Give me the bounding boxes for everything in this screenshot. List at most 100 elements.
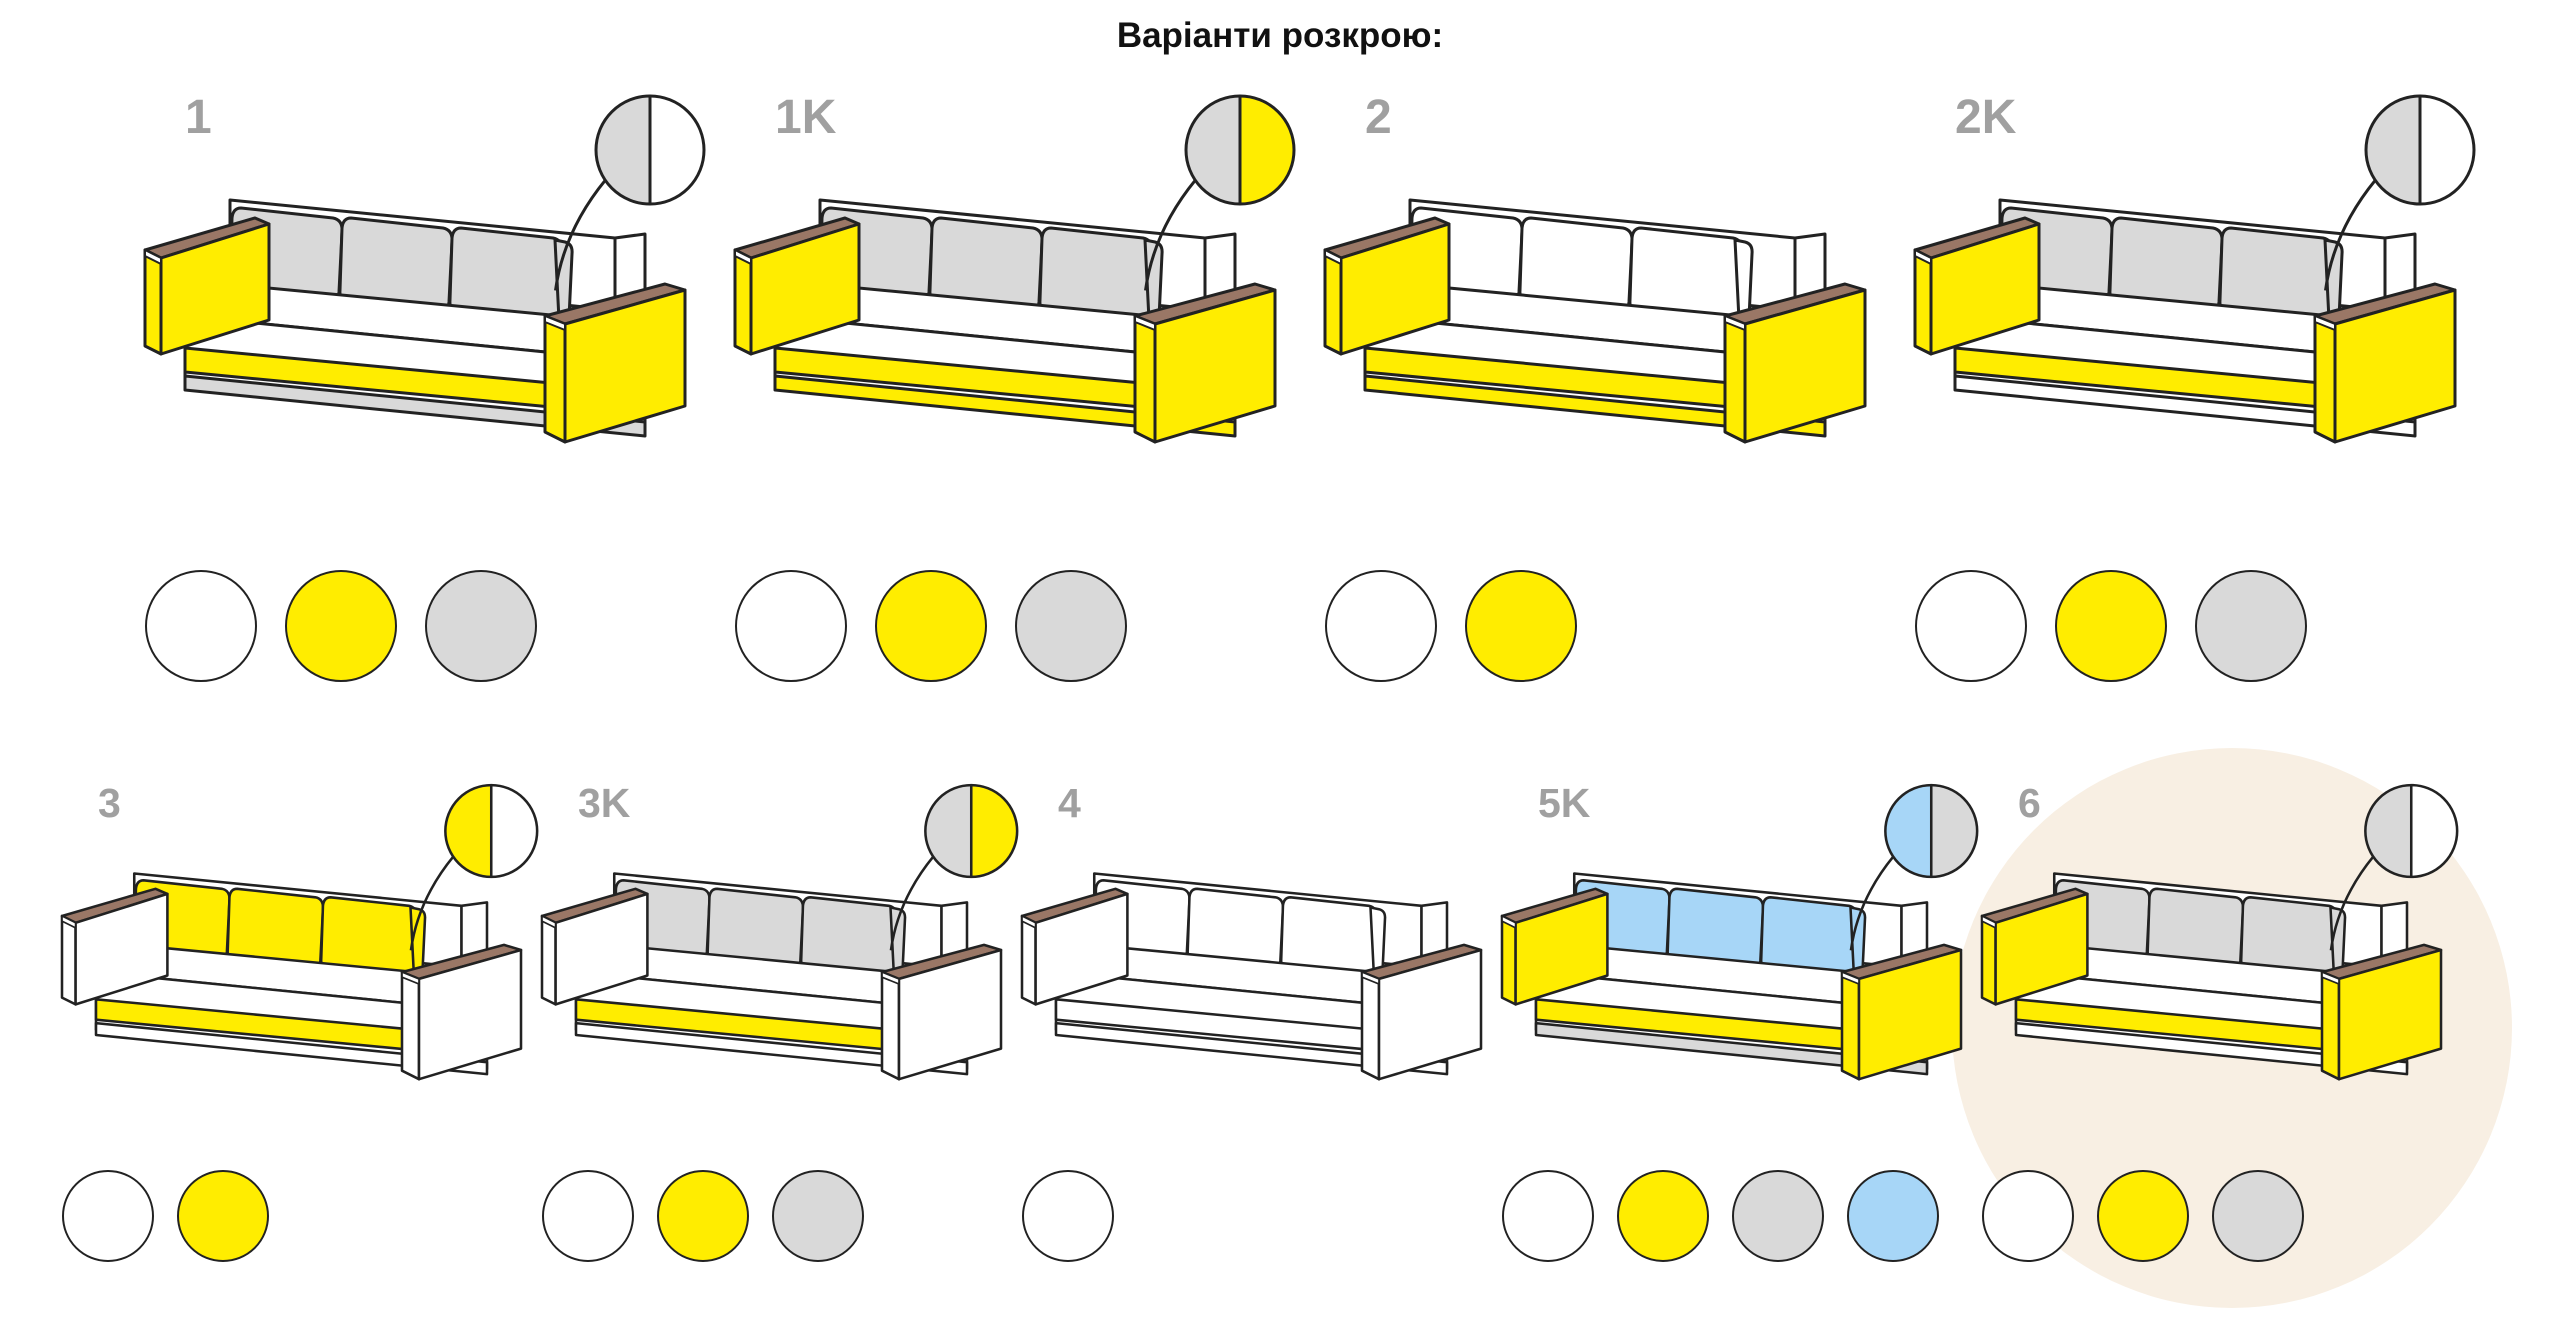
swatch-yellow[interactable] xyxy=(2097,1170,2189,1262)
swatch-gray[interactable] xyxy=(1015,570,1127,682)
left-arm-front xyxy=(143,248,163,356)
indicator-right-half xyxy=(650,96,704,204)
swatch-gray[interactable] xyxy=(2212,1170,2304,1262)
right-arm-front xyxy=(1133,314,1157,444)
right-arm-side xyxy=(897,948,1003,1081)
indicator-ring xyxy=(1884,783,1979,879)
right-arm-trim xyxy=(1841,970,1860,986)
swatch-white[interactable] xyxy=(1022,1170,1114,1262)
right-arm-front xyxy=(1360,970,1381,1081)
left-arm-trim xyxy=(541,914,557,930)
color-swatches xyxy=(542,1170,864,1262)
swatch-yellow[interactable] xyxy=(875,570,987,682)
right-arm-trim xyxy=(2321,970,2340,986)
sofa-drawing xyxy=(1020,872,1483,1081)
swatch-white[interactable] xyxy=(542,1170,634,1262)
left-arm-side xyxy=(159,222,271,356)
right-arm-side xyxy=(1377,948,1483,1081)
swatch-blue[interactable] xyxy=(1847,1170,1939,1262)
indicator-leader xyxy=(554,178,607,291)
indicator-left-half xyxy=(445,785,492,877)
swatch-white[interactable] xyxy=(1502,1170,1594,1262)
fabric-indicator xyxy=(1849,783,1979,951)
left-arm-side xyxy=(1929,222,2041,356)
bottom-strip xyxy=(2014,1021,2409,1076)
left-arm-trim xyxy=(1981,914,1997,930)
left-arm-front xyxy=(1500,914,1517,1006)
swatch-yellow[interactable] xyxy=(177,1170,269,1262)
variant-label: 2K xyxy=(1955,91,2017,144)
indicator-left-half xyxy=(1186,96,1240,204)
left-arm-front xyxy=(60,914,77,1006)
page-title: Варіанти розкрою: xyxy=(1116,16,1444,55)
swatch-yellow[interactable] xyxy=(285,570,397,682)
swatch-white[interactable] xyxy=(735,570,847,682)
bottom-strip xyxy=(1534,1021,1929,1076)
indicator-ring xyxy=(2364,783,2459,879)
sofa-illustration xyxy=(1323,198,1867,444)
left-arm-side xyxy=(1034,892,1129,1006)
cushion-edge xyxy=(2323,238,2344,322)
swatch-white[interactable] xyxy=(62,1170,154,1262)
swatch-yellow[interactable] xyxy=(657,1170,749,1262)
indicator-left-half xyxy=(1885,785,1932,877)
swatch-gray[interactable] xyxy=(425,570,537,682)
swatch-yellow[interactable] xyxy=(1617,1170,1709,1262)
indicator-leader xyxy=(889,855,935,951)
color-swatches xyxy=(62,1170,269,1262)
swatch-yellow[interactable] xyxy=(1465,570,1577,682)
indicator-left-half xyxy=(2365,785,2412,877)
right-arm-side xyxy=(2337,948,2443,1081)
variant-label: 3K xyxy=(578,780,631,826)
color-swatches xyxy=(735,570,1127,682)
bottom-strip xyxy=(94,1021,489,1076)
left-arm-front xyxy=(1980,914,1997,1006)
indicator-right-half xyxy=(1931,785,1978,877)
left-arm-front xyxy=(1020,914,1037,1006)
swatch-yellow[interactable] xyxy=(2055,570,2167,682)
swatch-white[interactable] xyxy=(1982,1170,2074,1262)
cushion-edge xyxy=(1369,905,1387,978)
indicator-ring xyxy=(924,783,1019,879)
sofa-drawing xyxy=(540,872,1003,1081)
fabric-indicator xyxy=(889,783,1019,951)
right-arm-trim xyxy=(1361,970,1380,986)
left-arm-side xyxy=(74,892,169,1006)
right-arm-trim xyxy=(401,970,420,986)
sofa-illustration xyxy=(1500,783,1979,1081)
swatch-gray[interactable] xyxy=(772,1170,864,1262)
sofa-drawing xyxy=(143,198,687,444)
variant-label: 1 xyxy=(185,91,212,144)
left-arm-front xyxy=(1323,248,1343,356)
bottom-strip xyxy=(183,374,647,438)
right-arm-front xyxy=(543,314,567,444)
bottom-strip xyxy=(1054,1021,1449,1076)
cushion-edge xyxy=(889,905,907,978)
sofa-illustration xyxy=(540,783,1019,1081)
cushion-edge xyxy=(1143,238,1164,322)
right-arm-front xyxy=(2313,314,2337,444)
indicator-ring xyxy=(444,783,539,879)
left-arm-side xyxy=(1339,222,1451,356)
indicator-left-half xyxy=(925,785,972,877)
color-swatches xyxy=(145,570,537,682)
indicator-right-half xyxy=(971,785,1018,877)
color-swatches xyxy=(1022,1170,1114,1262)
sofa-illustration xyxy=(1020,872,1483,1081)
sofa-drawing xyxy=(1323,198,1867,444)
variant-label: 4 xyxy=(1058,780,1081,826)
right-arm-side xyxy=(563,288,687,444)
swatch-white[interactable] xyxy=(145,570,257,682)
swatch-white[interactable] xyxy=(1915,570,2027,682)
bottom-strip xyxy=(773,374,1237,438)
swatch-gray[interactable] xyxy=(2195,570,2307,682)
fabric-indicator xyxy=(2329,783,2459,951)
swatch-gray[interactable] xyxy=(1732,1170,1824,1262)
bottom-strip xyxy=(1953,374,2417,438)
right-arm-trim xyxy=(1134,314,1156,332)
swatch-white[interactable] xyxy=(1325,570,1437,682)
indicator-leader xyxy=(2324,178,2377,291)
fabric-indicator xyxy=(554,94,706,291)
color-swatches xyxy=(1502,1170,1939,1262)
right-arm-trim xyxy=(881,970,900,986)
